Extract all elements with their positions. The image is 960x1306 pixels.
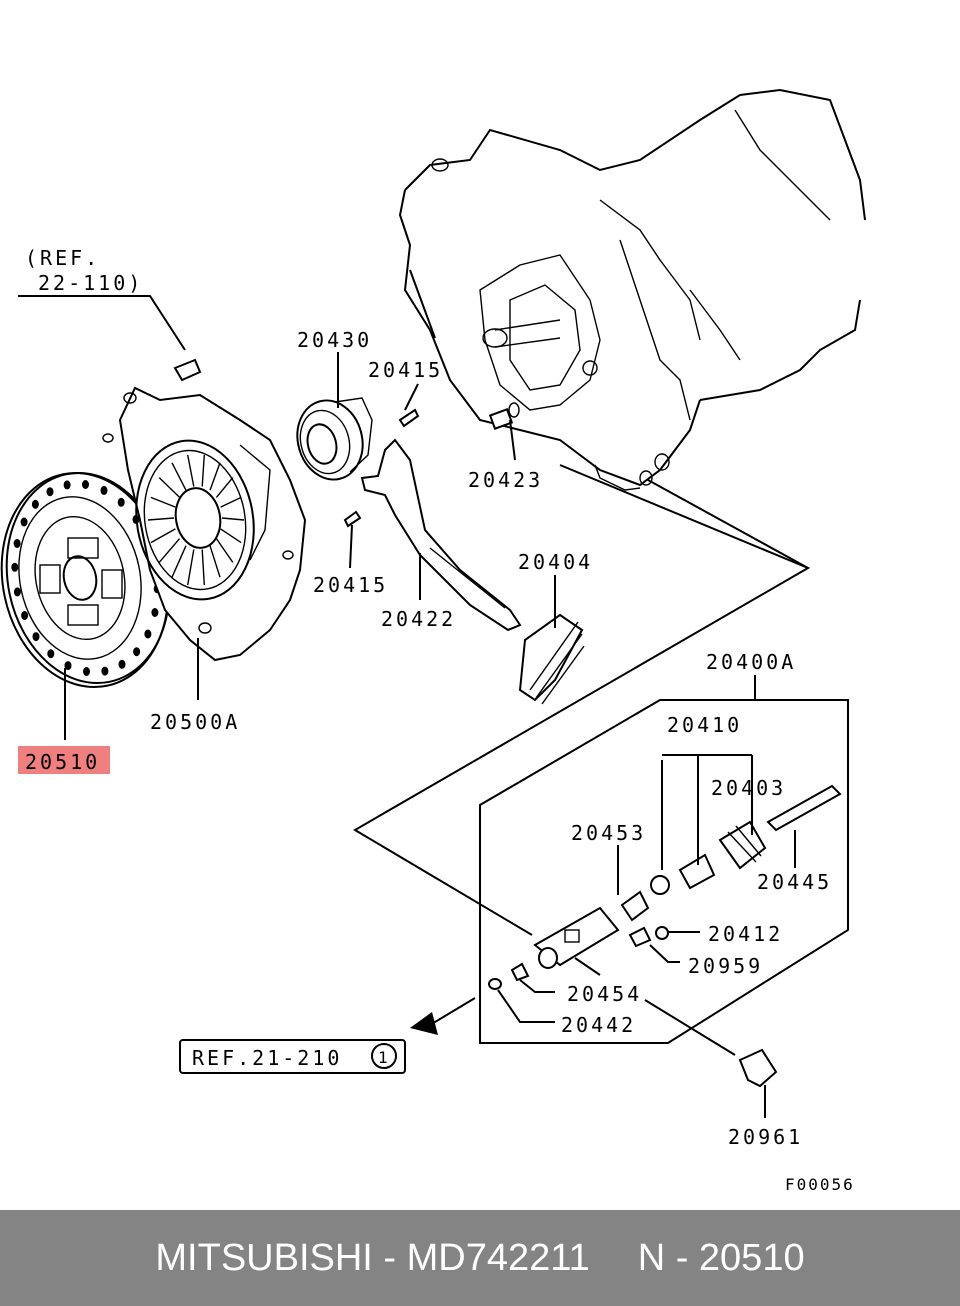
spring-finger bbox=[147, 517, 175, 521]
disc-hole bbox=[31, 499, 39, 509]
disc-hole bbox=[101, 666, 109, 676]
fork-boot bbox=[518, 613, 585, 705]
label-20423: 20423 bbox=[468, 468, 543, 492]
transmission-housing bbox=[398, 88, 866, 491]
figure-code: F00056 bbox=[785, 1175, 855, 1194]
release-bearing bbox=[296, 397, 373, 481]
disc-hole bbox=[133, 647, 141, 657]
disc-hole bbox=[20, 517, 28, 527]
leader-lines bbox=[18, 269, 849, 1118]
ref-top-line1: (REF. bbox=[25, 246, 100, 270]
clip-top bbox=[398, 408, 420, 428]
disc-hole bbox=[144, 629, 152, 639]
clutch-disc bbox=[0, 471, 171, 689]
label-20500A: 20500A bbox=[150, 710, 240, 734]
disc-hole bbox=[13, 539, 21, 548]
spring-finger bbox=[171, 462, 187, 491]
label-20422: 20422 bbox=[381, 607, 456, 631]
label-20403: 20403 bbox=[711, 776, 786, 800]
pressure-plate bbox=[102, 386, 307, 662]
spring-finger bbox=[201, 454, 205, 487]
clip-lower bbox=[343, 510, 362, 528]
disc-hole bbox=[82, 480, 89, 489]
label-20404: 20404 bbox=[518, 550, 593, 574]
disc-hole bbox=[21, 611, 29, 620]
footer-ref: N - 20510 bbox=[637, 1236, 805, 1279]
label-20959: 20959 bbox=[688, 954, 763, 978]
disc-hole bbox=[83, 667, 90, 676]
ref-bottom-circle-number: 1 bbox=[378, 1048, 388, 1067]
part-labels: (REF. 22-110) 20430 20415 20423 20415 20… bbox=[25, 246, 855, 1194]
spring-finger bbox=[209, 462, 221, 491]
label-20400A: 20400A bbox=[706, 650, 796, 674]
footer-brand-part: MITSUBISHI - MD742211 bbox=[155, 1236, 590, 1279]
spring-finger bbox=[209, 545, 221, 578]
label-20430: 20430 bbox=[297, 328, 372, 352]
release-fork bbox=[360, 438, 522, 632]
spring-finger bbox=[215, 538, 234, 563]
disc-hole bbox=[11, 562, 19, 572]
label-20415-top: 20415 bbox=[368, 358, 443, 382]
parts-diagram: (REF. 22-110) 20430 20415 20423 20415 20… bbox=[0, 88, 866, 1194]
disc-hole bbox=[64, 661, 72, 671]
spring-finger bbox=[220, 528, 242, 544]
spring-finger bbox=[221, 517, 245, 521]
disc-hole bbox=[151, 608, 159, 617]
slave-cylinder-parts bbox=[488, 820, 778, 1088]
label-20412: 20412 bbox=[708, 922, 783, 946]
disc-hole bbox=[13, 587, 21, 597]
bolt-20423 bbox=[488, 402, 520, 430]
disc-hole bbox=[117, 497, 125, 507]
ref-bottom-text: REF.21-210 bbox=[192, 1046, 342, 1070]
ref-top-line2: 22-110) bbox=[38, 271, 143, 295]
disc-hole bbox=[47, 649, 55, 659]
spring-finger bbox=[187, 549, 195, 586]
label-20442: 20442 bbox=[561, 1013, 636, 1037]
spring-finger bbox=[201, 549, 205, 586]
label-20510: 20510 bbox=[25, 750, 100, 774]
spring-finger bbox=[215, 477, 234, 498]
spring-finger bbox=[150, 496, 176, 508]
disc-hole bbox=[32, 632, 40, 642]
disc-hole bbox=[63, 480, 71, 490]
label-20410: 20410 bbox=[667, 713, 742, 737]
label-20454: 20454 bbox=[567, 982, 642, 1006]
highlight-box bbox=[18, 746, 110, 774]
disc-hole bbox=[100, 485, 108, 495]
spring-finger bbox=[187, 454, 195, 487]
spring-finger bbox=[171, 545, 187, 578]
disc-hole bbox=[46, 487, 54, 497]
spring-finger bbox=[220, 496, 242, 508]
spring-finger bbox=[150, 528, 176, 544]
pushrod bbox=[766, 784, 842, 832]
spring-finger bbox=[158, 538, 181, 563]
disc-hole bbox=[118, 659, 126, 669]
label-20961: 20961 bbox=[728, 1125, 803, 1149]
ref-bolt bbox=[173, 358, 202, 382]
spring-finger bbox=[158, 477, 181, 498]
label-20415-lower: 20415 bbox=[313, 573, 388, 597]
label-20445: 20445 bbox=[757, 870, 832, 894]
footer-bar: MITSUBISHI - MD742211 N - 20510 bbox=[0, 1210, 960, 1306]
label-20453: 20453 bbox=[571, 821, 646, 845]
